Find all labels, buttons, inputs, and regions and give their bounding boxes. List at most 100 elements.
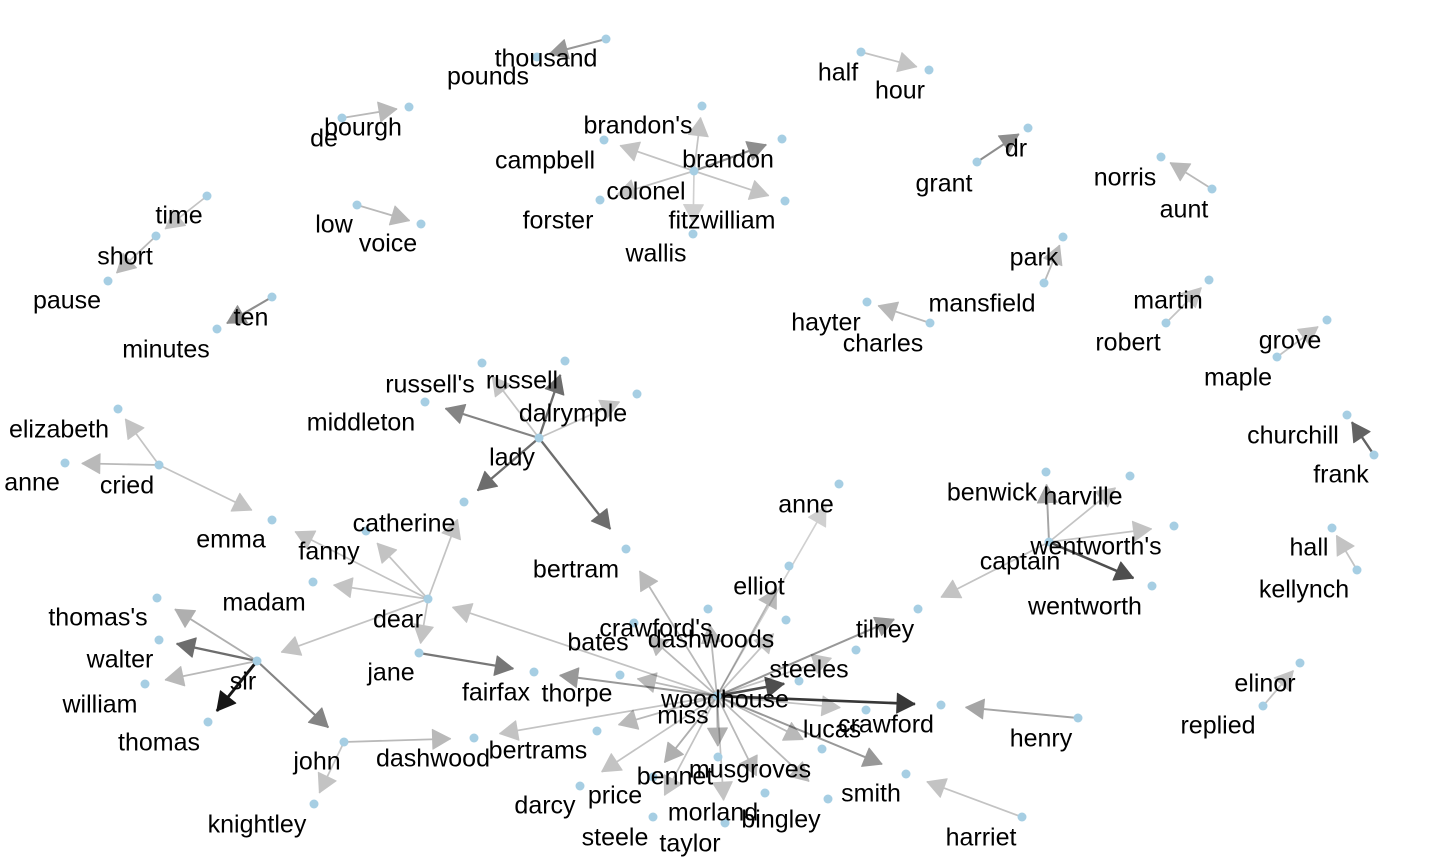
edge-line [174, 608, 258, 662]
node-dot-steele [648, 812, 658, 822]
node-label-hour: hour [875, 77, 925, 105]
node-dot-fairfax [529, 667, 539, 677]
node-label-kellynch: kellynch [1259, 576, 1349, 604]
edge-line [164, 195, 208, 230]
edge-line [716, 695, 810, 782]
node-label-dashwood: dashwood [376, 745, 490, 773]
node-dot-campbell [599, 135, 609, 145]
node-label-miss: miss [657, 702, 708, 730]
node-label-grant: grant [916, 170, 973, 198]
edge-arrowhead [376, 542, 398, 564]
edge-miss-bingley [716, 695, 810, 782]
node-dot-sir [252, 656, 262, 666]
edge-charles-hayter [877, 301, 931, 324]
edge-arrowhead [164, 666, 186, 687]
edge-line [716, 694, 916, 706]
edge-miss-thorpe [637, 672, 718, 697]
edge-line [124, 418, 160, 466]
edge-robert-martin [1165, 287, 1202, 324]
edge-harriet-smith [926, 778, 1023, 818]
node-dot-bates [629, 618, 639, 628]
edge-sir-william [164, 660, 258, 687]
node-label-wallis: wallis [624, 240, 686, 268]
node-label-brandon: brandon [682, 146, 774, 174]
edge-line [716, 506, 827, 697]
node-dot-thousand [601, 34, 611, 44]
edge-time-short [164, 195, 208, 230]
edge-lady-bertram [538, 437, 612, 530]
edge-line [538, 437, 612, 530]
edge-colonel-wallis [683, 170, 704, 224]
edge-arrowhead [707, 727, 728, 747]
node-dot-brandons [697, 101, 707, 111]
edge-arrowhead [590, 508, 611, 530]
node-label-lucas: lucas [803, 716, 861, 744]
node-label-anne2: anne [778, 491, 834, 519]
edge-miss-bennet [707, 695, 728, 747]
edge-arrowhead [648, 635, 670, 656]
edge-miss-crawfords [701, 624, 722, 697]
edge-miss-dashwood [499, 695, 718, 741]
node-dot-bingley [823, 794, 833, 804]
node-label-aunt: aunt [1160, 196, 1209, 224]
node-label-replied: replied [1180, 712, 1255, 740]
edge-grant-dr [976, 133, 1020, 163]
node-dot-benwick [1041, 467, 1051, 477]
node-label-martin: martin [1133, 287, 1202, 315]
edge-arrowhead [688, 117, 709, 138]
node-label-wentworths: wentworth's [1029, 533, 1161, 561]
node-label-middleton: middleton [307, 409, 415, 437]
edge-line [116, 235, 157, 274]
edge-arrowhead [965, 698, 985, 720]
node-label-dalrymple: dalrymple [519, 400, 627, 428]
node-dot-ten [267, 292, 277, 302]
edge-dear-emma [294, 530, 429, 600]
edge-arrowhead [896, 692, 916, 714]
edge-arrowhead [431, 728, 452, 750]
node-dot-half [856, 47, 866, 57]
node-label-wentworth: wentworth [1027, 593, 1142, 621]
edge-arrowhead [226, 305, 248, 324]
edge-arrowhead [164, 209, 186, 230]
edge-captain-wentworths [1048, 520, 1152, 543]
edge-line [716, 695, 725, 801]
edge-low-voice [356, 204, 410, 226]
edge-line [708, 624, 718, 697]
edge-line [716, 695, 841, 709]
edge-line [376, 542, 429, 600]
edge-line [491, 375, 540, 439]
edge-cried-emma [158, 464, 253, 512]
node-dot-forster [595, 195, 605, 205]
edge-miss-fairfax [559, 667, 718, 698]
edge-miss-morland [716, 695, 758, 776]
edge-line [1043, 244, 1061, 284]
node-dot-emma [267, 515, 277, 525]
edge-arrowhead [598, 399, 620, 419]
edge-captain-wentworth [1048, 540, 1134, 581]
edge-miss-bates [648, 635, 718, 697]
node-label-pounds: pounds [447, 63, 529, 91]
edge-lady-catherine [476, 437, 540, 492]
edge-arrowhead [477, 470, 499, 491]
node-label-crawfords: crawford's [599, 615, 712, 643]
node-label-knightley: knightley [208, 811, 307, 839]
edge-colonel-forster [616, 170, 695, 200]
node-dot-robert [1161, 318, 1171, 328]
edge-line [81, 462, 160, 466]
edge-arrowhead [896, 52, 918, 73]
node-dot-thomas [203, 717, 213, 727]
node-label-churchill: churchill [1247, 422, 1339, 450]
node-label-minutes: minutes [122, 336, 210, 364]
edge-arrowhead [1036, 484, 1058, 504]
node-label-tilney: tilney [856, 616, 915, 644]
node-label-bertram: bertram [533, 556, 619, 584]
edge-line [1335, 535, 1358, 571]
node-dot-churchill [1342, 410, 1352, 420]
edge-line [343, 737, 451, 743]
edge-dear-jane [413, 598, 434, 644]
node-dot-maple [1272, 352, 1282, 362]
edge-aunt-norris [1169, 161, 1213, 190]
node-label-thomass: thomas's [48, 604, 147, 632]
